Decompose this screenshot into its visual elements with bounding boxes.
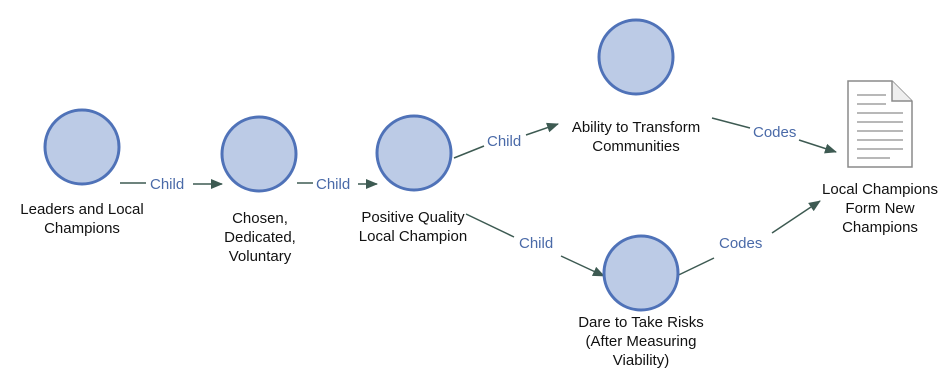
- node-label-line: Positive Quality: [361, 209, 465, 226]
- node-label-line: Voluntary: [228, 248, 292, 265]
- edge-arrow-positive-ability: [525, 122, 559, 136]
- node-label-line: Champions: [44, 220, 120, 237]
- edge-label-positive-dare: Child: [519, 235, 553, 252]
- edge-arrow-ability-local: [798, 139, 837, 154]
- edge-arrow-dare-local: [771, 200, 821, 234]
- node-label-chosen: Chosen, Dedicated, Voluntary: [224, 209, 296, 266]
- edge-positive-dare: [465, 213, 515, 238]
- node-label-line: Champions: [842, 219, 918, 236]
- node-label-line: Local Champions: [822, 181, 938, 198]
- node-label-line: Local Champion: [358, 228, 468, 245]
- node-label-line: Dare to Take Risks: [578, 314, 704, 331]
- document-icon[interactable]: [847, 80, 913, 168]
- node-positive-circle[interactable]: [375, 114, 453, 192]
- nodes-group: [43, 18, 680, 312]
- edge-label-dare-local: Codes: [719, 235, 762, 252]
- node-label-line: Ability to Transform: [571, 119, 701, 136]
- node-label-line: Leaders and Local: [20, 201, 144, 218]
- edges-group: Child Child Child Child Codes Codes: [120, 117, 837, 283]
- node-label-ability: Ability to Transform Communities: [572, 118, 700, 156]
- edge-label-ability-local: Codes: [753, 124, 796, 141]
- node-dare-circle[interactable]: [602, 234, 680, 312]
- node-label-positive: Positive Quality Local Champion: [359, 208, 467, 246]
- node-label-line: (After Measuring: [585, 333, 697, 350]
- node-label-dare: Dare to Take Risks (After Measuring Viab…: [578, 313, 704, 370]
- node-label-line: Dedicated,: [224, 229, 296, 246]
- node-leaders-circle[interactable]: [43, 108, 121, 186]
- node-label-line: Chosen,: [232, 210, 288, 227]
- edge-label-positive-ability: Child: [487, 133, 521, 150]
- edge-positive-ability: [453, 145, 485, 159]
- node-label-line: Communities: [592, 138, 680, 155]
- edge-label-chosen-positive: Child: [316, 176, 350, 193]
- edge-label-leaders-chosen: Child: [150, 176, 184, 193]
- node-label-local: Local Champions Form New Champions: [822, 180, 938, 237]
- edge-ability-local: [711, 117, 751, 129]
- node-label-line: Viability): [612, 352, 670, 369]
- node-ability-circle[interactable]: [597, 18, 675, 96]
- node-label-leaders: Leaders and Local Champions: [20, 200, 143, 238]
- node-label-line: Form New: [845, 200, 915, 217]
- node-chosen-circle[interactable]: [220, 115, 298, 193]
- edge-arrow-positive-dare: [560, 255, 605, 277]
